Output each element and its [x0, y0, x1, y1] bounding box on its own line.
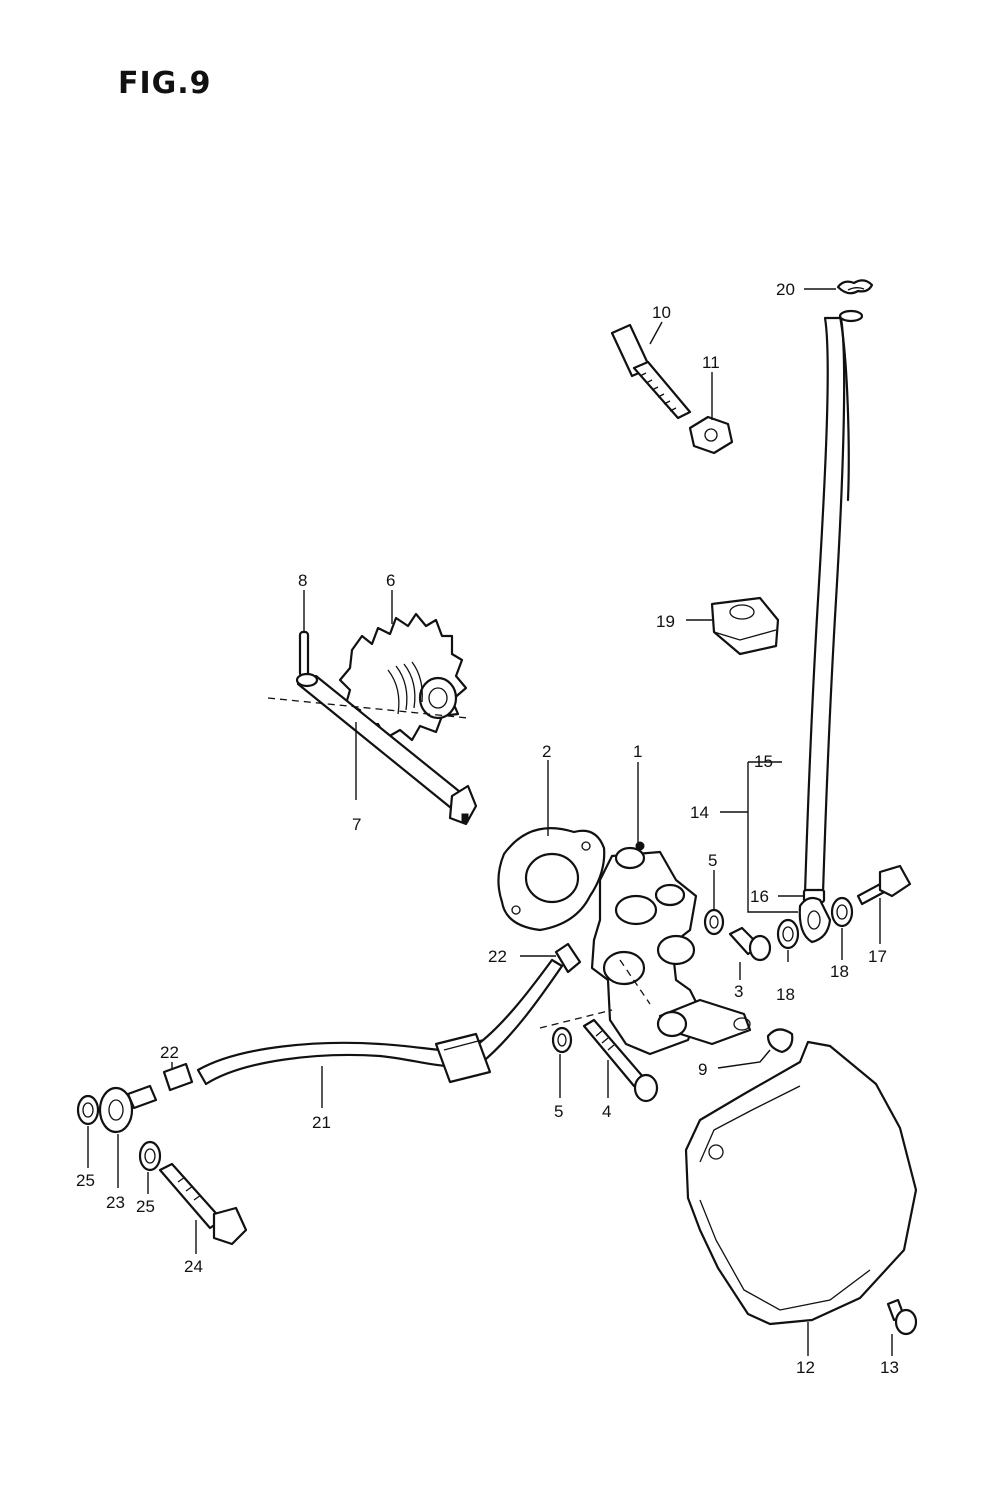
- part-20-hose-clip: [836, 279, 874, 295]
- part-16-banjo-union: [798, 896, 832, 944]
- part-13-screw: [886, 1298, 918, 1336]
- label-23: 23: [106, 1193, 125, 1212]
- label-4: 4: [602, 1102, 611, 1121]
- part-1-oil-pump: [590, 841, 752, 1056]
- label-3: 3: [734, 982, 743, 1001]
- part-2-gasket: [497, 827, 606, 932]
- label-8: 8: [298, 571, 307, 590]
- label-11: 11: [702, 353, 720, 372]
- part-22-hose-joint-upper: [554, 942, 582, 974]
- label-6: 6: [386, 571, 395, 590]
- part-25-washer-left: [76, 1094, 100, 1126]
- part-23-banjo-union: [98, 1084, 158, 1134]
- label-22-lower: 22: [160, 1043, 179, 1062]
- part-5-washer-lower: [551, 1026, 573, 1054]
- part-3-screw: [728, 926, 772, 962]
- label-5-upper: 5: [708, 851, 717, 870]
- label-15: 15: [754, 752, 773, 771]
- assembly-line-pump: [539, 959, 651, 1029]
- part-11-nut: [688, 415, 734, 455]
- part-24-banjo-bolt: [158, 1162, 248, 1246]
- leader-lines: [87, 288, 893, 1356]
- label-19: 19: [656, 612, 675, 631]
- label-14: 14: [690, 803, 709, 822]
- label-12: 12: [796, 1358, 815, 1377]
- part-7-pump-shaft: [295, 672, 478, 826]
- label-17: 17: [868, 947, 887, 966]
- part-19-clamp: [710, 596, 780, 656]
- label-9: 9: [698, 1060, 707, 1079]
- label-18-right: 18: [830, 962, 849, 981]
- label-10: 10: [652, 303, 671, 322]
- part-8-pin: [298, 630, 310, 678]
- part-18-washer-right: [830, 896, 854, 928]
- label-21: 21: [312, 1113, 331, 1132]
- label-18-left: 18: [776, 985, 795, 1004]
- part-18-washer-left: [776, 918, 800, 950]
- part-12-pump-cover: [684, 1040, 918, 1326]
- label-16: 16: [750, 887, 769, 906]
- part-22-hose-joint-lower: [162, 1062, 194, 1092]
- part-15-oil-hose: [802, 309, 864, 904]
- part-17-banjo-bolt: [856, 864, 912, 906]
- part-4-bolt: [582, 1018, 659, 1103]
- assembly-line-gear: [267, 697, 469, 719]
- part-10-adjusting-screw: [610, 323, 692, 420]
- figure-title: FIG.9: [118, 66, 212, 101]
- label-7: 7: [352, 815, 361, 834]
- label-22-upper: 22: [488, 947, 507, 966]
- part-5-washer-upper: [703, 908, 725, 936]
- label-2: 2: [542, 742, 551, 761]
- label-20: 20: [776, 280, 795, 299]
- part-25-washer-right: [138, 1140, 162, 1172]
- part-21-oil-hose: [196, 958, 564, 1086]
- label-1: 1: [633, 742, 642, 761]
- label-25-left: 25: [76, 1171, 95, 1190]
- label-25-right: 25: [136, 1197, 155, 1216]
- label-5-lower: 5: [554, 1102, 563, 1121]
- label-13: 13: [880, 1358, 899, 1377]
- label-24: 24: [184, 1257, 203, 1276]
- part-9-screw: [766, 1028, 794, 1054]
- part-labels: 20 10 11 19 8 6 7 2 1 15 14 5 16 3 18 18…: [76, 280, 899, 1377]
